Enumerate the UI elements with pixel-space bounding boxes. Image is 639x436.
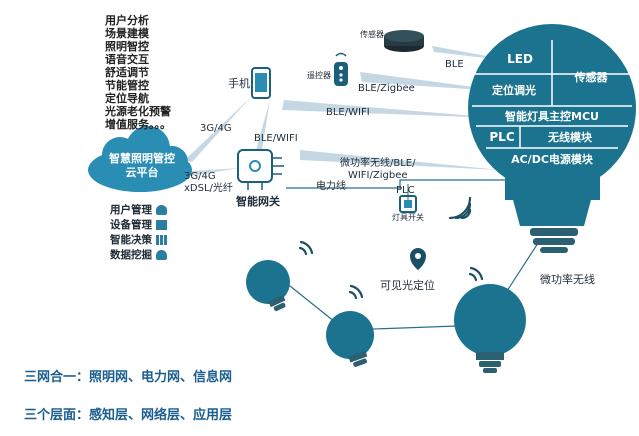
link-label-phone-gateway: BLE/WIFI <box>254 133 298 144</box>
feature-item: 照明智控 <box>105 40 149 53</box>
link-label-power-line: 电力线 <box>316 181 346 192</box>
sensor-label: 传感器 <box>360 30 384 39</box>
management-item: 设备管理 <box>110 217 167 232</box>
management-item: 智能决策 <box>110 232 167 247</box>
cloud-subtitle: 云平台 <box>125 166 159 179</box>
feature-item: 语音交互 <box>105 53 149 66</box>
user-icon <box>156 204 167 215</box>
remote-icon <box>334 52 348 86</box>
summary-three-layers: 三个层面：感知层、网络层、应用层 <box>24 408 233 423</box>
bar-chart-icon <box>156 234 167 245</box>
summary-three-networks: 三网合一：照明网、电力网、信息网 <box>24 370 233 385</box>
management-item: 数据挖掘 <box>110 247 167 262</box>
bulb-module-sensor: 传感器 <box>574 71 608 84</box>
link-arrow-cloud-phone <box>185 98 250 162</box>
cloud-icon <box>88 126 192 192</box>
bulb-module-plc: PLC <box>489 130 515 144</box>
link-label-gateway-bulb: 微功率无线/BLE/ WIFI/Zigbee <box>340 158 416 181</box>
link-arrow-phone <box>282 100 498 118</box>
remote-label: 遥控器 <box>307 71 331 80</box>
small-bulb-1 <box>246 260 290 312</box>
feature-item: 定位导航 <box>105 92 149 105</box>
wifi-icon <box>298 196 484 300</box>
link-arrow-phone-gateway <box>256 100 270 150</box>
switch-label: 灯具开关 <box>392 213 424 222</box>
feature-item: 增值服务。。。 <box>105 118 171 131</box>
location-pin-icon <box>410 248 426 270</box>
management-item: 用户管理 <box>110 202 167 217</box>
link-arrow-gateway <box>300 150 500 170</box>
switch-icon <box>399 195 417 213</box>
phone-icon <box>251 67 271 99</box>
bulb-module-led: LED <box>507 52 533 66</box>
bulb-module-wireless: 无线模块 <box>548 131 592 144</box>
feature-item: 节能管控 <box>105 79 149 92</box>
cloud-platform-label: 智慧照明管控 云平台 <box>94 152 190 180</box>
bulb-module-mcu: 智能灯具主控MCU <box>505 110 599 123</box>
feature-item: 光源老化预警 <box>105 105 171 118</box>
sensor-device-icon <box>384 30 424 52</box>
link-label-phone-bulb: BLE/WIFI <box>326 107 370 118</box>
gateway-icon <box>237 149 284 190</box>
bulb-module-power: AC/DC电源模块 <box>511 153 593 166</box>
link-label-cloud-gateway-1: 3G/4G <box>184 171 216 182</box>
bulb-module-dimming: 定位调光 <box>492 84 536 97</box>
feature-list: 用户分析 场景建模 照明智控 语音交互 舒适调节 节能管控 定位导航 光源老化预… <box>105 14 171 131</box>
link-label-remote-bulb: BLE/Zigbee <box>358 83 415 94</box>
link-label-sensor-bulb: BLE <box>445 59 464 70</box>
feature-item: 用户分析 <box>105 14 149 27</box>
positioning-label: 可见光定位 <box>380 279 435 292</box>
cloud-data-icon <box>156 249 167 260</box>
feature-item: 场景建模 <box>105 27 149 40</box>
gateway-label: 智能网关 <box>236 195 280 208</box>
link-label-plc: PLC <box>396 185 415 196</box>
small-bulb-2 <box>326 311 374 367</box>
link-label-wireless: 微功率无线 <box>540 273 595 286</box>
small-bulb-3 <box>454 284 526 373</box>
management-list: 用户管理 设备管理 智能决策 数据挖掘 <box>110 202 167 262</box>
phone-label: 手机 <box>228 77 250 90</box>
cloud-title: 智慧照明管控 <box>109 152 175 165</box>
device-icon <box>156 219 167 230</box>
feature-item: 舒适调节 <box>105 66 149 79</box>
power-line <box>286 179 510 189</box>
link-label-cloud-gateway-2: xDSL/光纤 <box>184 183 233 194</box>
link-label-cloud-phone: 3G/4G <box>200 123 232 134</box>
main-bulb <box>468 24 636 253</box>
link-arrow-cloud-gateway <box>178 168 240 178</box>
